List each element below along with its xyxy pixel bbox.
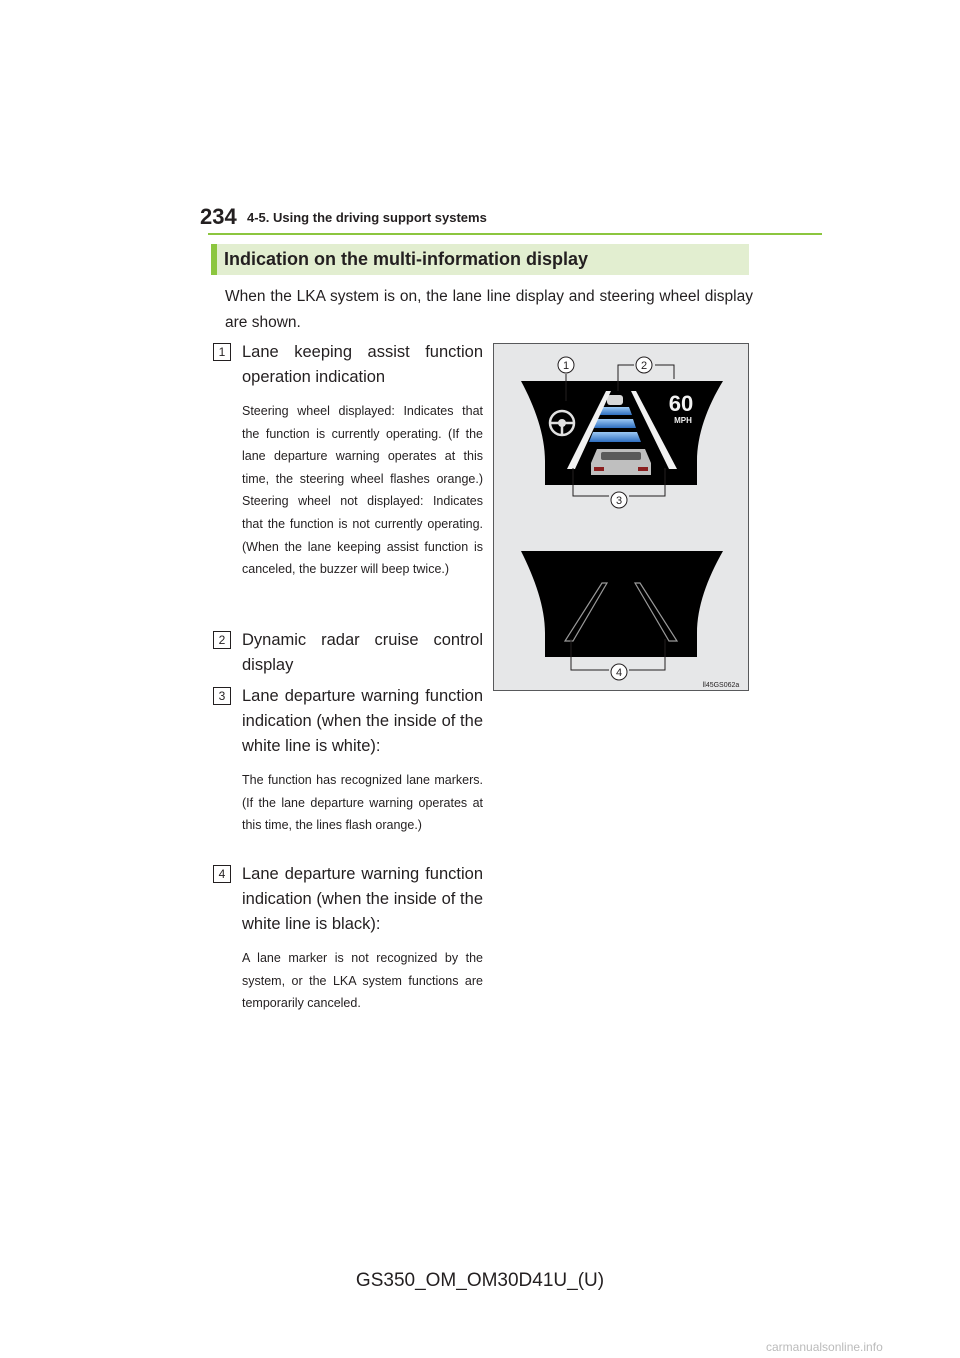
svg-text:1: 1 (563, 360, 569, 372)
item-heading: Lane keeping assist function operation i… (242, 343, 483, 386)
callout-leaders-lower (570, 639, 666, 671)
svg-text:4: 4 (616, 667, 622, 679)
preceding-vehicle-icon (607, 395, 623, 405)
right-lane-line (631, 391, 677, 469)
callout-leaders-upper (565, 364, 675, 497)
left-lane-line (567, 391, 611, 469)
item-description: The function has recognized lane markers… (242, 773, 483, 833)
footer-document-id: GS350_OM_OM30D41U_(U) (355, 1270, 605, 1291)
right-lane-outline (633, 582, 679, 642)
lka-display-illustration: 60 MPH 1 2 3 4 ll45GS062a (493, 343, 749, 691)
section-title: Indication on the multi-information disp… (224, 249, 588, 269)
item-description: Steering wheel displayed: Indicates that… (242, 404, 483, 577)
callout-2: 2 (635, 356, 653, 374)
callout-1: 1 (557, 356, 575, 374)
intro-paragraph: When the LKA system is on, the lane line… (225, 288, 753, 331)
item-heading: Lane departure warning function indicati… (242, 687, 483, 755)
header-rule (208, 233, 822, 235)
svg-text:3: 3 (616, 495, 622, 507)
page-number: 234 (200, 204, 237, 229)
item-heading: Lane departure warning function indicati… (242, 865, 483, 933)
list-item-1: 1 Lane keeping assist function operation… (213, 340, 483, 581)
list-item-3: 3 Lane departure warning function indica… (213, 684, 483, 837)
radar-bar (598, 407, 632, 415)
display-lanes-recognized: 60 MPH (521, 381, 723, 485)
radar-bar (589, 432, 641, 442)
speed-unit: MPH (674, 416, 692, 425)
speed-value: 60 (669, 391, 693, 416)
figure-code: ll45GS062a (703, 682, 740, 689)
item-heading: Dynamic radar cruise control display (242, 631, 483, 674)
left-lane-outline (563, 582, 609, 642)
item-number-badge: 2 (213, 631, 231, 649)
svg-text:2: 2 (641, 360, 647, 372)
item-number-badge: 3 (213, 687, 231, 705)
section-accent (211, 244, 217, 275)
list-item-4: 4 Lane departure warning function indica… (213, 862, 483, 1015)
radar-bar (594, 419, 636, 428)
callout-4: 4 (610, 663, 628, 681)
display-lanes-not-recognized (521, 551, 723, 657)
chapter-title: 4-5. Using the driving support systems (247, 210, 487, 225)
callout-3: 3 (610, 491, 628, 509)
watermark: carmanualsonline.info (766, 1340, 883, 1354)
item-number-badge: 4 (213, 865, 231, 883)
item-description: A lane marker is not recognized by the s… (242, 951, 483, 1011)
list-item-2: 2 Dynamic radar cruise control display (213, 628, 483, 678)
section-heading-bar: Indication on the multi-information disp… (211, 244, 749, 275)
item-number-badge: 1 (213, 343, 231, 361)
